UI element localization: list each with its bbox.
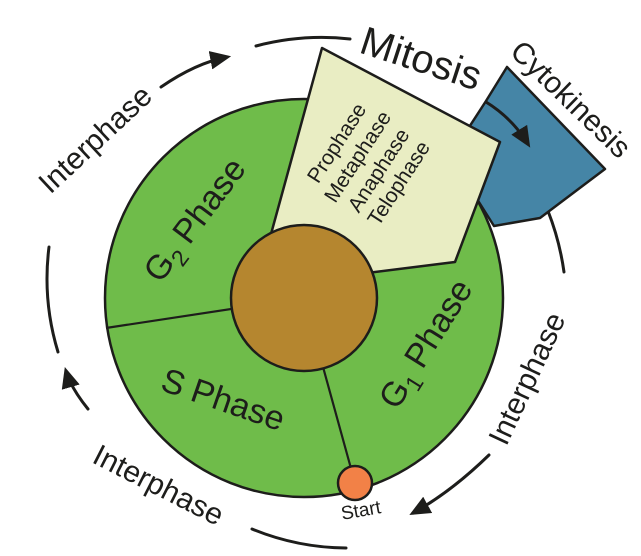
ring-arrow-left — [61, 366, 90, 411]
ring-arrow-top-left — [159, 51, 232, 89]
mitosis-to-cytokinesis-arrow — [484, 100, 531, 148]
mitosis-wedge-shape — [266, 46, 502, 275]
cytokinesis-wedge-shape — [462, 65, 607, 228]
ring-arc-left — [45, 245, 60, 354]
center-circle — [229, 223, 379, 373]
ring-arc-top — [254, 35, 352, 48]
ring-arc-bottom — [250, 527, 348, 550]
ring-arrow-bottom-right — [409, 453, 491, 516]
start-dot — [336, 464, 374, 502]
ring-arc-right — [546, 209, 566, 274]
